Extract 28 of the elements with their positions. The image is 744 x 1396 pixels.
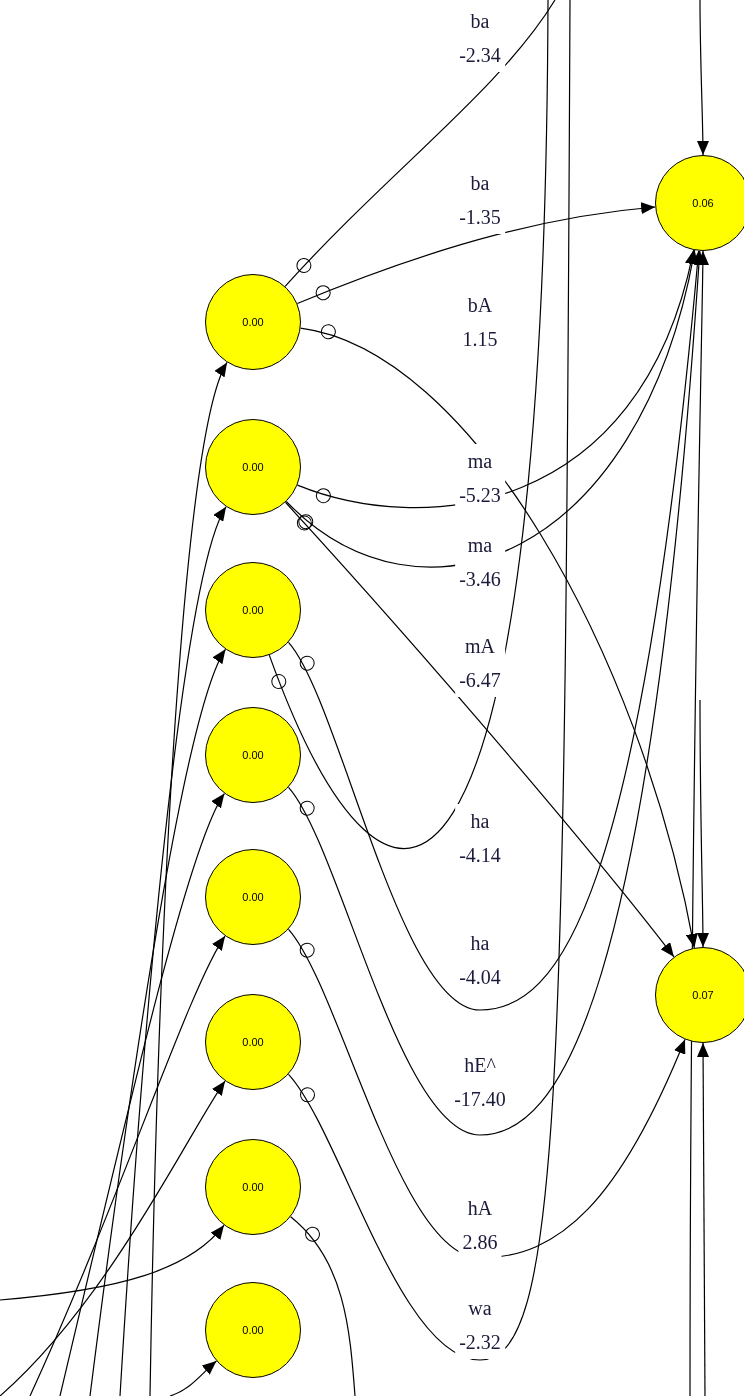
arrow [287,928,686,1259]
node-value: 0.06 [692,195,714,211]
arrow [285,249,698,568]
arrow [300,327,698,949]
arrow [59,792,225,1396]
arrow [689,250,709,1396]
node-value: 0.00 [242,1034,264,1050]
node-value: 0.00 [242,314,264,330]
arrow [284,501,675,958]
arrow [29,935,226,1396]
arrow [296,249,696,508]
node-value: 0.00 [242,1179,264,1195]
arrow [89,648,227,1396]
node-value: 0.00 [242,1322,264,1338]
node-value: 0.00 [242,459,264,475]
arrow [296,202,656,305]
arrow [697,1042,710,1396]
arrow [169,1360,217,1396]
arrow [696,0,709,156]
node-value: 0.07 [692,987,714,1003]
arrow [696,699,709,948]
arrow [119,506,227,1396]
node-value: 0.00 [242,747,264,763]
node-value: 0.00 [242,602,264,618]
node-value: 0.00 [242,889,264,905]
arrow [149,361,228,1396]
arrow [0,1080,226,1396]
arrow [0,1224,225,1301]
